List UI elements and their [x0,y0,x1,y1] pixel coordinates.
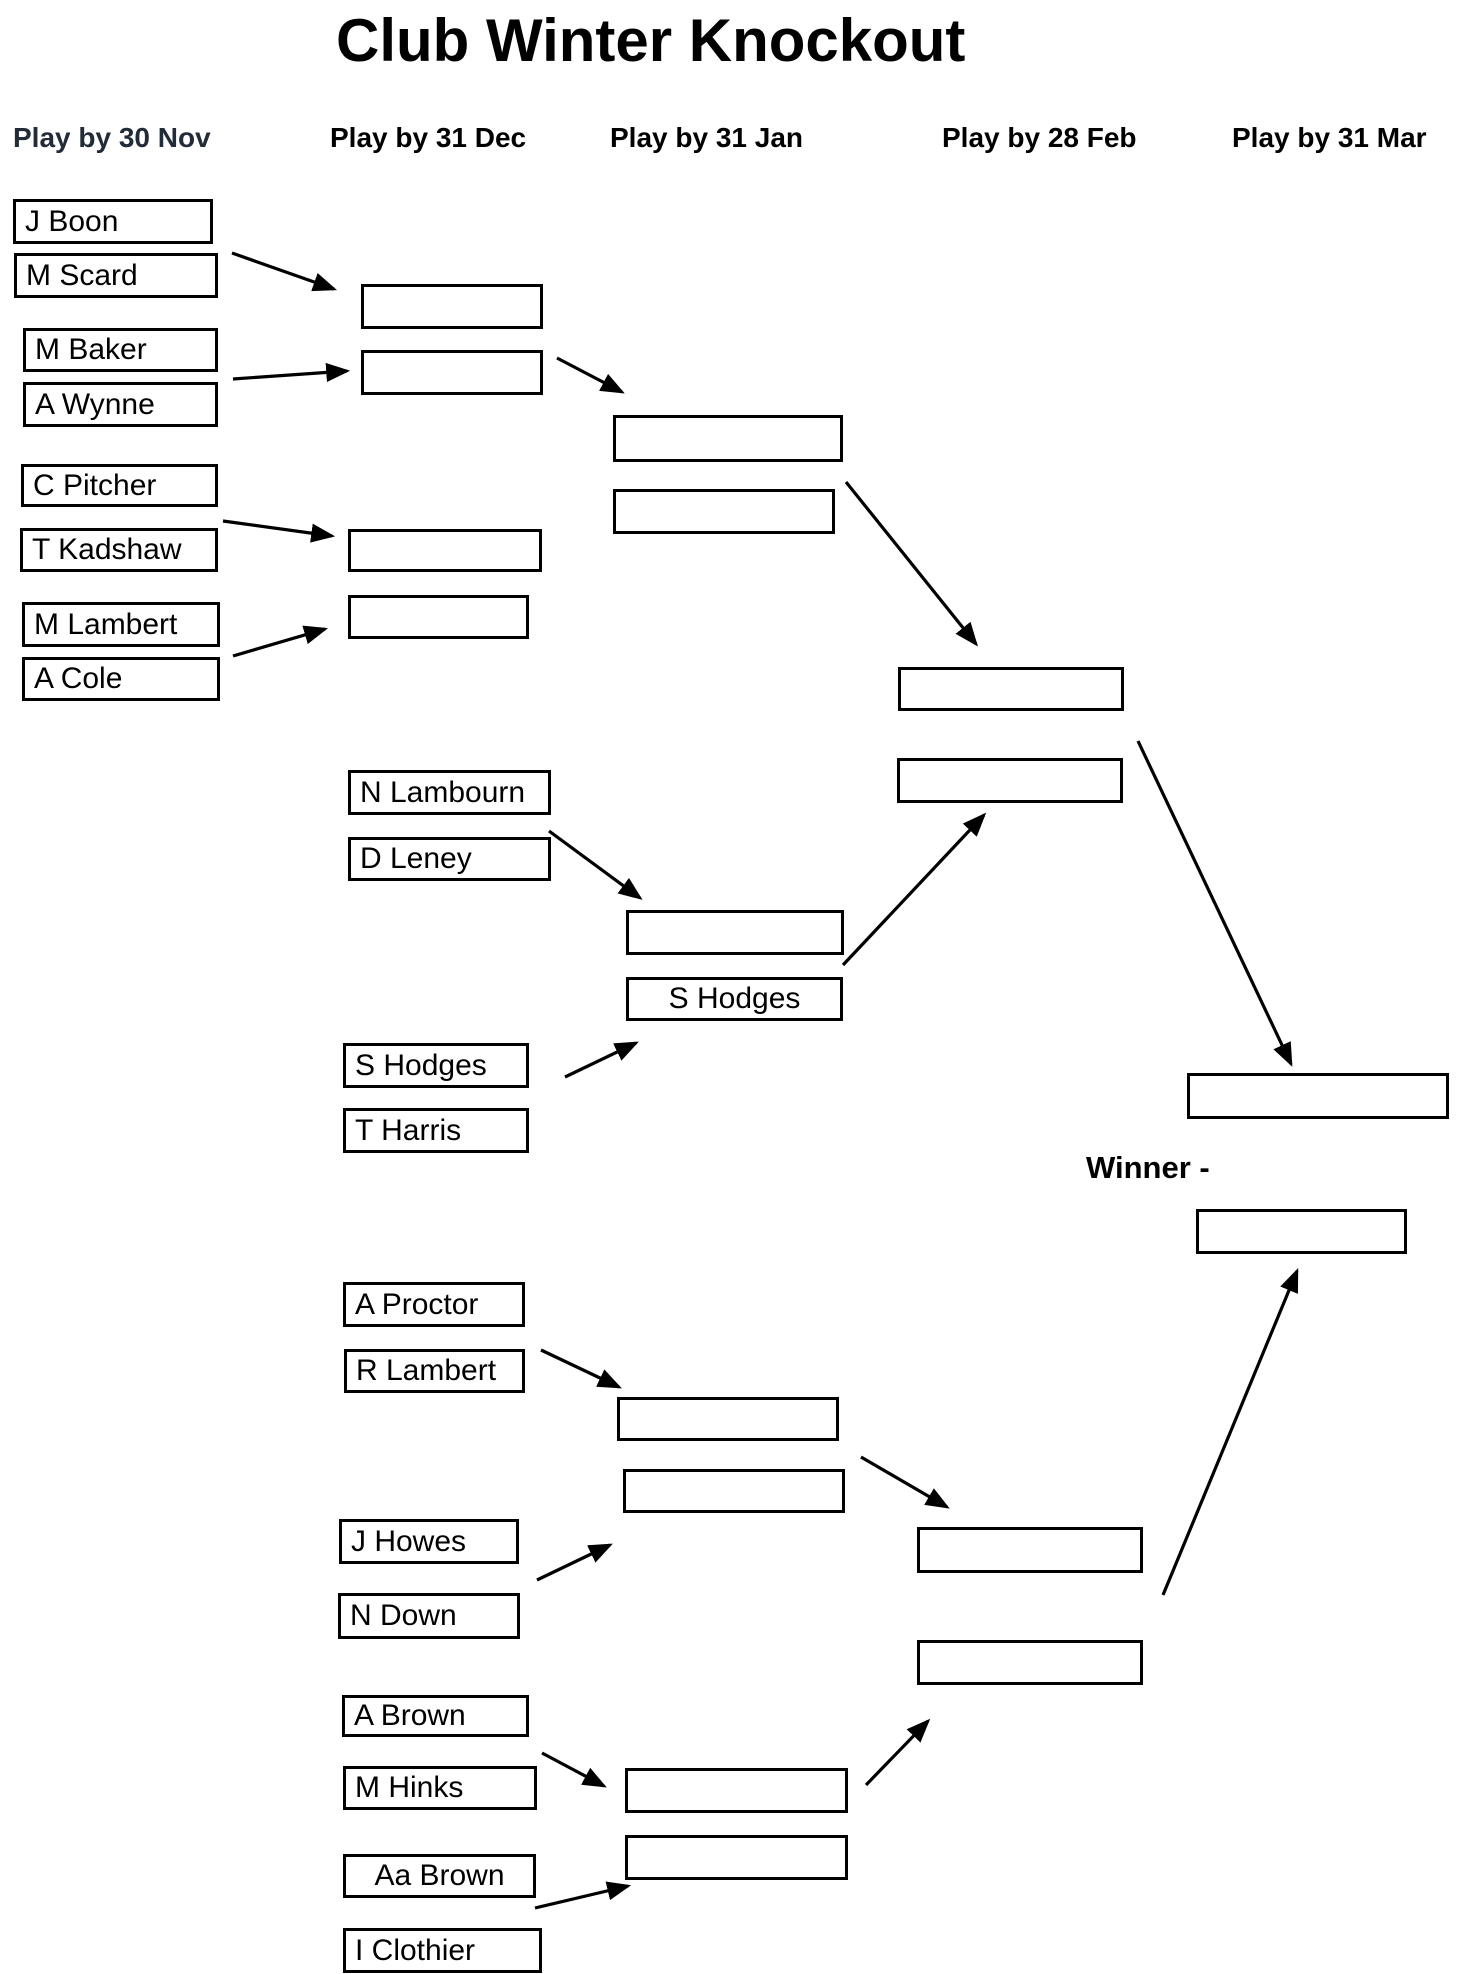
advance-arrow [556,356,625,394]
player-box-d-leney: D Leney [348,837,551,881]
match-slot-round2-2[interactable] [361,350,543,395]
advance-arrow [231,251,338,292]
match-slot-round4-4[interactable] [917,1640,1143,1685]
match-slot-round3-5[interactable] [617,1397,839,1441]
player-box-m-scard-label: M Scard [26,258,138,292]
player-box-a-brown-label: A Brown [354,1699,466,1732]
player-box-t-harris: T Harris [343,1108,529,1153]
match-slot-round4-1[interactable] [898,667,1124,711]
player-box-a-cole-label: A Cole [34,662,123,695]
player-box-m-scard: M Scard [14,253,218,298]
advance-arrow [1161,1268,1299,1596]
match-slot-final[interactable] [1187,1073,1449,1119]
player-box-t-kadshaw-label: T Kadshaw [32,533,182,566]
player-box-c-pitcher-label: C Pitcher [33,468,157,502]
player-box-s-hodges-label: S Hodges [355,1048,487,1082]
player-box-s-hodges: S Hodges [343,1043,529,1088]
match-slot-round3-4-s-hodges-label: S Hodges [668,982,801,1015]
player-box-j-howes-label: J Howes [351,1524,467,1558]
advance-arrow [540,1348,622,1389]
winner-slot[interactable] [1196,1209,1407,1254]
player-box-j-boon: J Boon [13,199,213,244]
player-box-n-down: N Down [338,1593,520,1639]
column-header-round-4: Play by 28 Feb [942,122,1137,153]
player-box-m-hinks: M Hinks [343,1766,537,1810]
column-header-round-1: Play by 30 Nov [13,122,211,153]
match-slot-round2-3[interactable] [348,529,542,572]
advance-arrow [860,1455,950,1509]
match-slot-round2-4[interactable] [348,595,529,639]
page-title: Club Winter Knockout [336,7,966,74]
advance-arrow [548,829,643,900]
winner-label: Winner - [1086,1150,1210,1185]
player-box-m-baker: M Baker [23,328,218,372]
match-slot-round2-1[interactable] [361,284,543,329]
column-header-round-2: Play by 31 Dec [330,122,527,153]
player-box-r-lambert-label: R Lambert [356,1354,497,1387]
player-box-i-clothier: I Clothier [343,1928,542,1973]
player-box-aa-brown: Aa Brown [343,1854,536,1898]
player-box-aa-brown-label: Aa Brown [374,1859,505,1892]
player-box-a-wynne: A Wynne [23,382,218,427]
advance-arrow [232,362,351,383]
player-box-n-lambourn: N Lambourn [348,770,551,815]
match-slot-round4-2[interactable] [897,758,1123,803]
match-slot-round3-1[interactable] [613,415,843,462]
match-slot-round3-2[interactable] [613,489,835,534]
column-header-round-5: Play by 31 Mar [1232,122,1427,153]
match-slot-round3-7[interactable] [625,1768,848,1813]
advance-arrow [1136,740,1293,1067]
player-box-r-lambert: R Lambert [344,1349,525,1393]
player-box-t-kadshaw: T Kadshaw [20,528,218,572]
advance-arrow [844,480,979,647]
advance-arrow [534,1881,632,1910]
player-box-n-down-label: N Down [350,1599,457,1632]
player-box-a-brown: A Brown [342,1695,529,1737]
player-box-m-baker-label: M Baker [35,333,147,366]
player-box-t-harris-label: T Harris [355,1113,462,1147]
player-box-c-pitcher: C Pitcher [21,464,218,507]
match-slot-round3-6[interactable] [623,1469,845,1513]
column-header-round-3: Play by 31 Jan [610,122,804,153]
player-box-a-cole: A Cole [22,657,220,701]
match-slot-round3-8[interactable] [625,1835,848,1880]
advance-arrow [864,1718,931,1787]
player-box-a-proctor-label: A Proctor [355,1287,479,1321]
advance-arrow [536,1543,613,1582]
player-box-n-lambourn-label: N Lambourn [360,775,526,809]
match-slot-round3-4-s-hodges[interactable]: S Hodges [626,977,843,1021]
advance-arrow [222,519,336,543]
player-box-m-lambert: M Lambert [22,602,220,647]
advance-arrow [232,625,329,658]
match-slot-round3-3[interactable] [626,910,844,955]
player-box-m-hinks-label: M Hinks [355,1771,464,1804]
player-box-j-boon-label: J Boon [25,204,119,238]
advance-arrow [841,812,987,967]
player-box-a-proctor: A Proctor [343,1282,525,1327]
player-box-j-howes: J Howes [339,1519,519,1564]
player-box-i-clothier-label: I Clothier [355,1933,476,1967]
advance-arrow [541,1751,607,1788]
player-box-a-wynne-label: A Wynne [35,387,155,421]
player-box-m-lambert-label: M Lambert [34,607,178,641]
advance-arrow [564,1041,639,1079]
player-box-d-leney-label: D Leney [360,842,472,875]
match-slot-round4-3[interactable] [917,1527,1143,1573]
